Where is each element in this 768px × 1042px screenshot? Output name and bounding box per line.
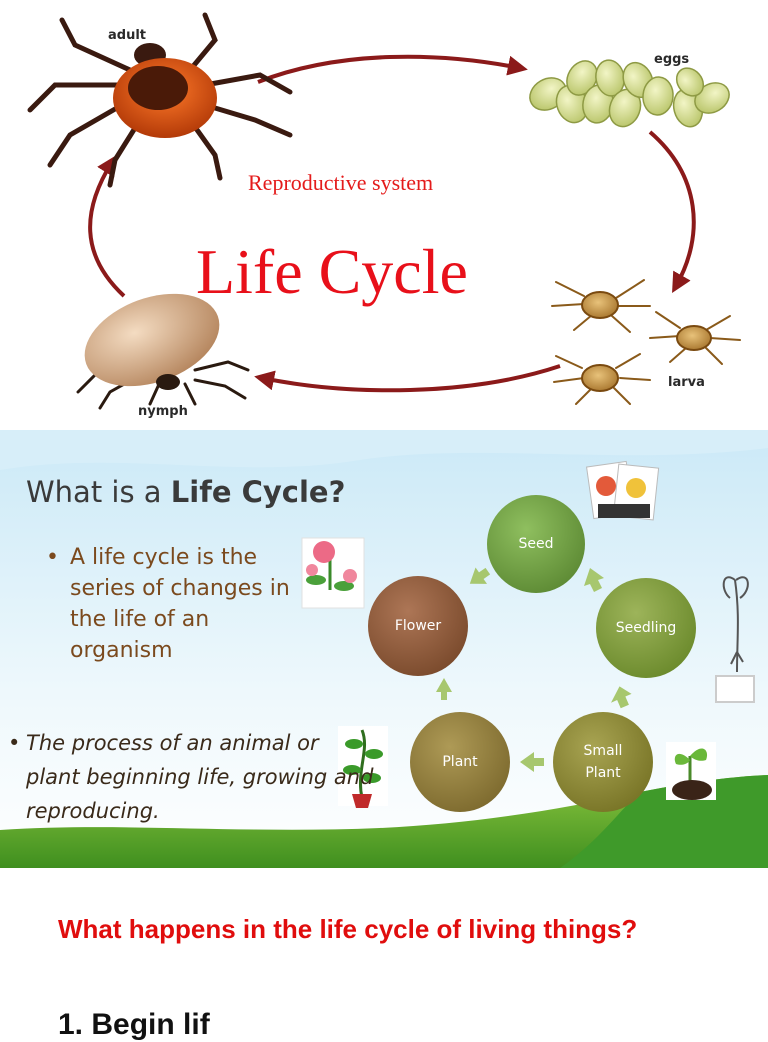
grass-hill (0, 775, 768, 868)
stage-label-eggs: eggs (654, 52, 690, 67)
stage-circle-flower (368, 576, 468, 676)
stage-label-nymph: nymph (138, 404, 188, 419)
stage-circle-plant (410, 712, 510, 812)
bullet-text: The process of an animal or plant beginn… (26, 731, 374, 823)
stage-label-adult: adult (108, 28, 147, 43)
flower-icon (301, 537, 365, 609)
tick-life-cycle-panel: adult eggs larva nymph Reproductive syst… (0, 0, 768, 430)
stage-small-text: Small (583, 743, 623, 759)
slide-background (0, 430, 768, 868)
slide-title: What is a Life Cycle? (26, 475, 345, 509)
stage-label-flower: Flower (368, 576, 468, 676)
question-heading: What happens in the life cycle of living… (58, 914, 638, 944)
reproductive-system-subtitle: Reproductive system (248, 170, 434, 195)
list-item-begin-life: 1. Begin lif (58, 1008, 210, 1041)
bullet-dot: • (8, 731, 21, 755)
potted-plant-icon (338, 726, 388, 808)
stage-flower-text: Flower (394, 618, 442, 634)
adult-tick-icon (27, 12, 293, 188)
arrow-larva-to-nymph (254, 364, 561, 393)
stage-circle-seed (487, 495, 585, 593)
arrow-adult-to-eggs (257, 54, 528, 84)
tick-cycle-drawing (27, 12, 741, 410)
stage-circle-seedling (596, 578, 696, 678)
stage-label-larva: larva (668, 375, 705, 390)
what-is-life-cycle-slide: What is a Life Cycle? • A life cycle is … (0, 430, 768, 868)
larva-icon (551, 279, 741, 405)
seed-packets-icon (586, 460, 660, 521)
arrow-eggs-to-larva (648, 130, 696, 293)
bullet-text: A life cycle is the series of changes in… (70, 545, 290, 663)
stage-small-plant-text: Plant (585, 765, 621, 781)
arrow-nymph-to-adult (88, 155, 126, 298)
bullet-process-definition: • The process of an animal or plant begi… (8, 726, 378, 828)
stage-label-plant: Plant (410, 712, 510, 812)
eggs-icon (529, 59, 730, 128)
bullet-dot: • (46, 545, 59, 570)
life-cycle-title: Life Cycle (196, 236, 468, 307)
stage-label-seed: Seed (487, 495, 585, 593)
seedling-sprout-icon (715, 576, 755, 703)
cycle-arrows (436, 567, 632, 772)
nymph-icon (76, 293, 250, 410)
stage-plant-text: Plant (442, 754, 478, 770)
stage-circle-small-plant (553, 712, 653, 812)
slide-title-bold: Life Cycle? (170, 475, 346, 509)
stage-seed-text: Seed (518, 536, 554, 552)
stage-label-seedling: Seedling (596, 578, 696, 678)
bullet-life-cycle-definition: • A life cycle is the series of changes … (46, 542, 296, 666)
stage-seedling-text: Seedling (615, 620, 677, 636)
slide-title-prefix: What is a (26, 475, 171, 509)
small-plant-icon (666, 742, 716, 800)
